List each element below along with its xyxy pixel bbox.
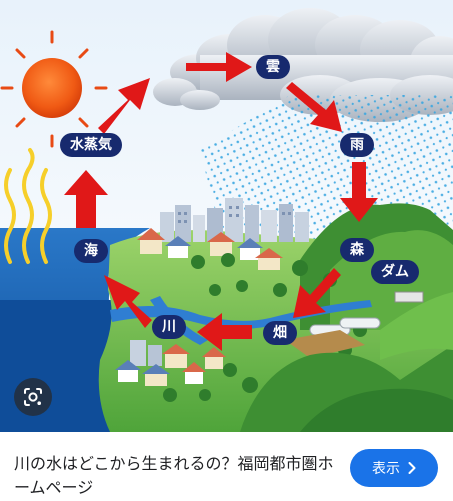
google-lens-button[interactable] <box>14 378 52 416</box>
result-title[interactable]: 川の水はどこから生まれるの？福岡都市圏ホームページ <box>14 454 334 497</box>
sun <box>0 30 108 148</box>
label-sea: 海 <box>74 239 108 263</box>
label-river: 川 <box>152 315 186 339</box>
label-water-vapor: 水蒸気 <box>60 133 122 157</box>
visit-button[interactable]: 表示 <box>350 449 438 487</box>
dam-structure <box>394 291 424 303</box>
label-cloud: 雲 <box>256 55 290 79</box>
label-dam: ダム <box>371 260 419 284</box>
water-cycle-illustration <box>0 0 453 432</box>
vapor-waves <box>4 148 52 264</box>
google-lens-icon <box>24 388 42 406</box>
label-forest: 森 <box>340 238 374 262</box>
farm-field <box>285 317 381 358</box>
label-rain: 雨 <box>340 133 374 157</box>
chevron-right-icon <box>408 462 416 474</box>
cycle-arrows <box>64 52 378 351</box>
label-field: 畑 <box>263 321 297 345</box>
city-buildings <box>115 198 309 386</box>
visit-button-label: 表示 <box>372 461 400 477</box>
